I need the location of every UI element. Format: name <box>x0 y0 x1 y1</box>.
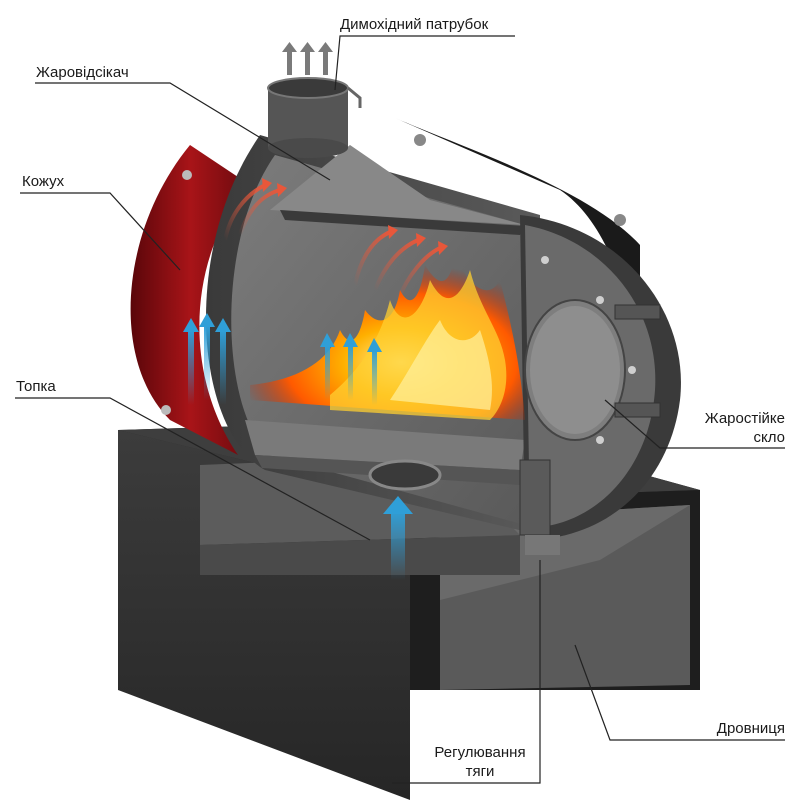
leader-glass <box>604 399 785 449</box>
label-draft-line2: тяги <box>465 763 495 780</box>
label-firebox: Топка <box>16 378 56 395</box>
label-casing: Кожух <box>22 173 65 190</box>
cold-air-arrows <box>183 313 413 580</box>
leader-deflector <box>35 82 331 181</box>
label-glass-line2: скло <box>753 429 786 446</box>
smoke-arrows <box>282 42 333 75</box>
rear-shield <box>395 118 642 470</box>
label-chimney: Димохідний патрубок <box>340 16 489 33</box>
rear-bolt-2 <box>614 214 626 226</box>
hot-air-arrows <box>223 178 448 301</box>
label-glass-line1: Жаростійке <box>704 410 785 427</box>
chimney-pipe <box>267 77 362 158</box>
leader-draft <box>392 560 541 784</box>
label-woodstore: Дровниця <box>716 720 785 737</box>
leader-lines <box>15 35 785 784</box>
rear-bolt-1 <box>414 134 426 146</box>
leader-casing <box>20 192 181 271</box>
label-flame-deflector: Жаровідсікач <box>36 64 129 81</box>
leader-chimney <box>334 35 515 91</box>
label-draft-line1: Регулювання <box>434 744 526 761</box>
leader-woodstore <box>574 644 785 741</box>
leader-firebox <box>15 397 371 541</box>
